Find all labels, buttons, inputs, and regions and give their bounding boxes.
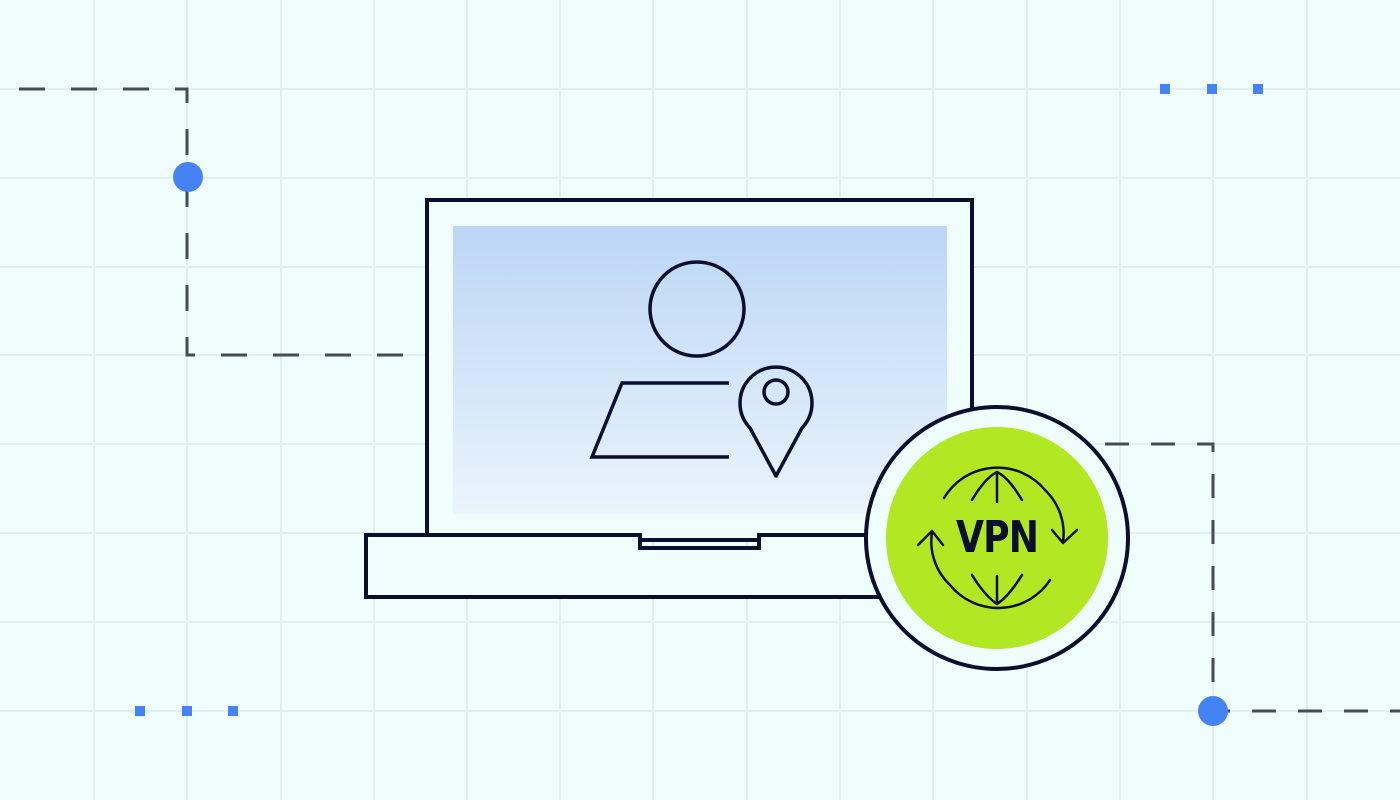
dashed-connector-right xyxy=(1105,442,1400,713)
dot-row-top-right xyxy=(1160,84,1263,94)
laptop xyxy=(364,198,974,599)
dashed-connector-left xyxy=(19,87,426,357)
node-dot-right xyxy=(1198,696,1228,726)
location-pin-icon xyxy=(738,365,814,478)
globe-refresh-icon xyxy=(916,466,1079,610)
user-icon xyxy=(589,260,746,459)
laptop-base xyxy=(364,533,882,599)
vpn-badge xyxy=(864,405,1130,671)
vpn-label: VPN xyxy=(956,512,1039,563)
node-dot-left xyxy=(173,162,203,192)
dot-row-bottom-left xyxy=(135,706,238,716)
laptop-screen xyxy=(453,226,947,514)
